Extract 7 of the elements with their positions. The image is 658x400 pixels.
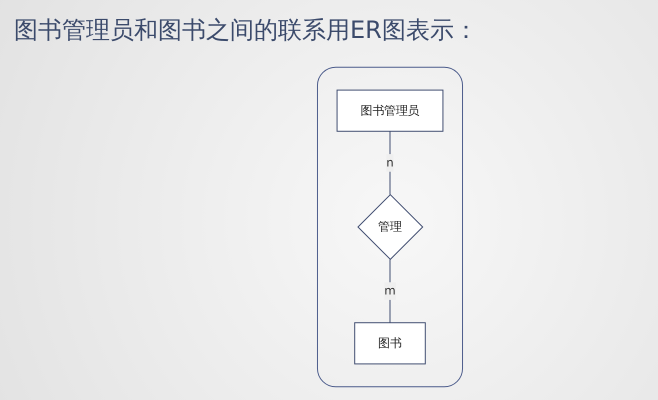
node-box: 图书	[354, 322, 426, 364]
edge-label: m	[384, 284, 396, 298]
node-diamond: 管理	[357, 194, 424, 260]
node-box: 图书管理员	[336, 90, 444, 132]
edge-label: n	[386, 156, 394, 170]
title: 图书管理员和图书之间的联系用ER图表示：	[14, 15, 478, 46]
cluster	[316, 66, 464, 388]
